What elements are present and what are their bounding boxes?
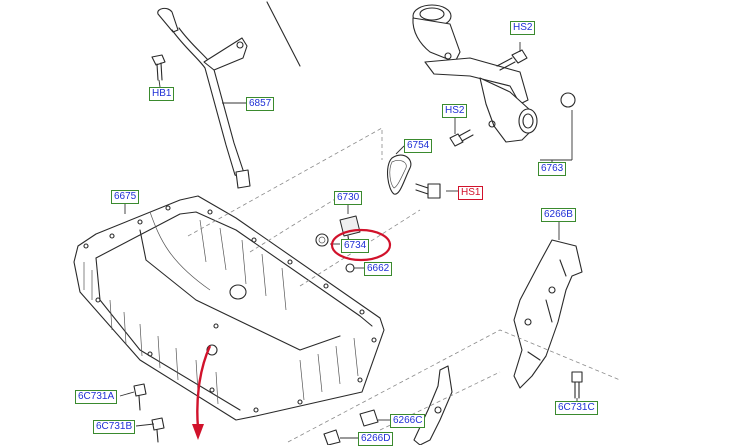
leader-lines	[119, 42, 578, 439]
stud-6266d	[323, 429, 341, 445]
callout-6c731a[interactable]: 6C731A	[75, 390, 118, 404]
bolt-hs2-upper	[496, 49, 528, 71]
red-arrow	[192, 345, 212, 440]
callout-6266d[interactable]: 6266D	[358, 432, 394, 446]
callout-6675[interactable]: 6675	[111, 190, 140, 204]
bolt-hb1	[151, 54, 166, 81]
oil-filler-neck	[412, 4, 576, 143]
callout-hb1[interactable]: HB1	[149, 87, 175, 101]
callout-6754[interactable]: 6754	[404, 139, 433, 153]
bolt-6c731a	[133, 383, 147, 411]
oil-pan	[73, 195, 385, 421]
dipstick-rod	[266, 1, 301, 67]
callout-6266b[interactable]: 6266B	[541, 208, 576, 222]
stud-6266c	[359, 409, 379, 427]
bolt-hs1	[415, 183, 441, 199]
callout-hs2-mid[interactable]: HS2	[442, 104, 468, 118]
bracket-6266c	[413, 365, 453, 445]
washer-6734	[315, 233, 329, 247]
callout-6730[interactable]: 6730	[334, 191, 363, 205]
highlight-ellipse	[330, 228, 392, 262]
callout-6662[interactable]: 6662	[364, 262, 393, 276]
bracket-6266b	[513, 239, 583, 389]
bolt-hs2-lower	[449, 129, 474, 147]
filler-gasket	[386, 154, 412, 195]
callout-6c731c[interactable]: 6C731C	[555, 401, 598, 415]
callout-6734[interactable]: 6734	[341, 239, 370, 253]
callout-hs1[interactable]: HS1	[458, 186, 484, 200]
callout-6763[interactable]: 6763	[538, 162, 567, 176]
bolt-6c731b	[151, 417, 165, 443]
bolt-6c731c	[571, 371, 583, 399]
dipstick-tube	[157, 7, 251, 189]
sensor-6662	[345, 263, 355, 273]
callout-6266c[interactable]: 6266C	[390, 414, 426, 428]
callout-hs2-top[interactable]: HS2	[510, 21, 536, 35]
callout-6857[interactable]: 6857	[246, 97, 275, 111]
callout-6c731b[interactable]: 6C731B	[93, 420, 136, 434]
